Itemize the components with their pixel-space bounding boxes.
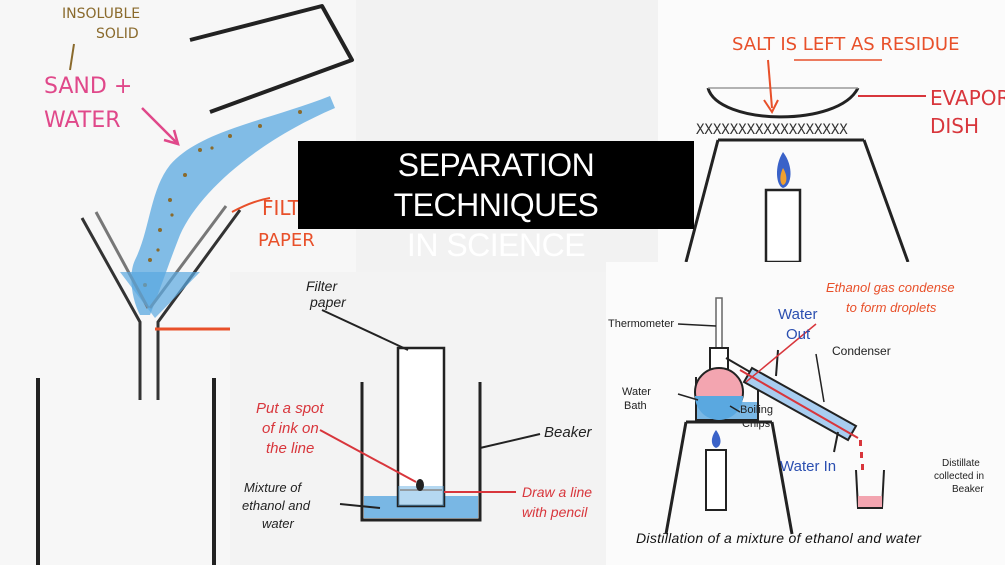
water-out-label-2: Out — [786, 326, 811, 343]
beaker-pointer — [479, 433, 541, 449]
ink-spot-label-2: of ink on — [262, 420, 319, 437]
sand-label: SAND + — [44, 74, 133, 99]
draw-line-label-2: with pencil — [522, 504, 588, 520]
water-out-tube — [775, 349, 779, 377]
condenser — [739, 366, 859, 442]
distillation-burner — [705, 449, 727, 511]
mixture-label-3: water — [262, 516, 294, 531]
ink-spot-label-1: Put a spot — [256, 400, 324, 417]
distillation-panel: Thermometer Water Out Ethanol gas conden… — [606, 262, 1005, 565]
evaporating-dish — [706, 87, 860, 119]
boiling-chips-label-2: Chips — [742, 418, 771, 430]
ethanol-label-2: to form droplets — [846, 300, 937, 315]
condenser-label: Condenser — [832, 344, 891, 358]
boiling-chips-label-1: Boiling — [740, 404, 774, 416]
residue-label: SALT IS LEFT AS RESIDUE — [732, 34, 959, 55]
sand-arrowhead — [163, 129, 180, 146]
chromatography-panel: Filter paper Put a spot of ink on the li… — [230, 272, 615, 565]
distillation-caption: Distillation of a mixture of ethanol and… — [636, 530, 922, 546]
funnel-left — [80, 217, 142, 400]
evaporating-dish-label-2: DISH — [930, 114, 980, 138]
distillate-label-2: collected in — [934, 471, 985, 482]
solid-label: SOLID — [96, 26, 139, 42]
filter-paper-pointer — [231, 197, 271, 213]
evaporating-dish-label-1: EVAPORATING — [930, 86, 1005, 110]
filtration-drawing — [36, 4, 354, 565]
funnel-liquid — [120, 272, 200, 318]
draw-line-label-1: Draw a line — [522, 484, 593, 500]
wire-gauze: XXXXXXXXXXXXXXXXXX — [696, 122, 848, 138]
ink-spot — [416, 479, 424, 491]
distillation-drawing — [664, 297, 885, 535]
title-line-1: SEPARATION TECHNIQUES — [393, 147, 599, 223]
beaker-label: Beaker — [544, 424, 592, 441]
ethanol-pointer — [745, 323, 817, 383]
pouring-beaker — [189, 4, 354, 114]
mixture-pointer — [339, 503, 381, 509]
filter-paper-label-1: Filter — [306, 278, 338, 294]
distillation-flame — [711, 430, 721, 448]
droplets — [859, 440, 864, 470]
ethanol-label-1: Ethanol gas condense — [826, 280, 955, 295]
tripod — [684, 138, 910, 262]
filter-paper-label-2: paper — [310, 294, 346, 310]
bunsen-burner — [764, 188, 802, 262]
sand-arrow — [141, 107, 177, 143]
evaporation-panel: XXXXXXXXXXXXXXXXXX SALT IS LEFT AS RESID… — [658, 0, 1005, 262]
water-label: WATER — [44, 108, 121, 133]
water-out-label-1: Water — [778, 306, 818, 323]
chromatography-drawing — [319, 309, 541, 522]
collecting-beaker — [36, 378, 216, 565]
solid-pointer — [69, 43, 75, 71]
ink-spot-label-3: the line — [266, 440, 315, 457]
filter-paper-pointer-line — [321, 309, 409, 351]
title-banner: SEPARATION TECHNIQUES IN SCIENCE — [298, 141, 694, 263]
ink-spot-pointer — [319, 429, 417, 483]
distillate-beaker — [855, 469, 885, 509]
chromatography-beaker — [360, 382, 482, 522]
distillation-tripod — [664, 420, 794, 535]
sand-grains — [143, 110, 302, 287]
water-bath-label-1: Water — [622, 386, 651, 398]
distillate-label-3: Beaker — [952, 484, 984, 495]
mixture-label-1: Mixture of — [244, 480, 302, 495]
paper-label: PAPER — [258, 230, 315, 251]
residue-pointer — [767, 59, 773, 109]
mixture-label-2: ethanol and — [242, 498, 310, 513]
water-bath-label-2: Bath — [624, 400, 647, 412]
water-in-label: Water In — [780, 458, 837, 475]
distillate-label-1: Distillate — [942, 458, 980, 469]
evaporation-drawing: XXXXXXXXXXXXXXXXXX — [684, 59, 926, 262]
insoluble-label: INSOLUBLE — [62, 6, 141, 22]
residue-word: RESIDUE — [880, 34, 960, 55]
water-in-tube — [833, 431, 839, 453]
thermometer-label: Thermometer — [608, 318, 675, 330]
funnel-right — [156, 209, 242, 400]
residue-label-prefix: SALT IS LEFT AS — [732, 34, 881, 55]
title-line-2: IN SCIENCE — [406, 227, 586, 263]
